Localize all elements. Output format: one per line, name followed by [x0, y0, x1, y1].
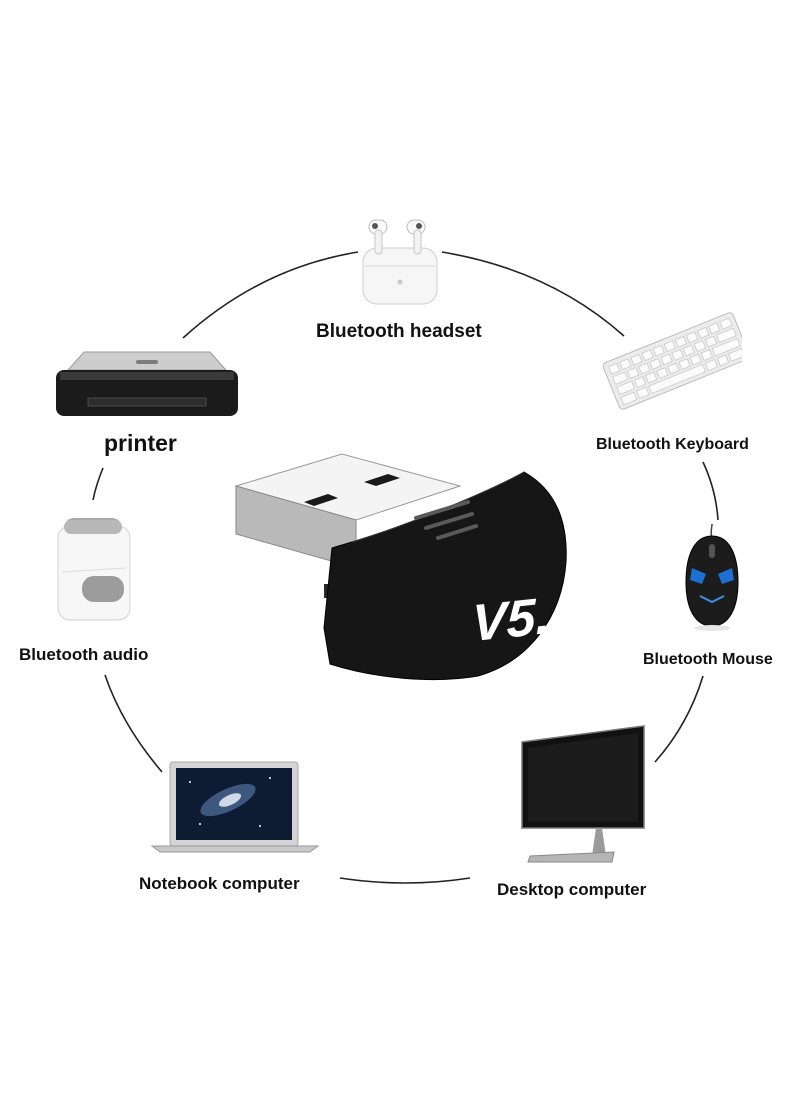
device-label-audio: Bluetooth audio: [19, 645, 149, 664]
adapter-version-badge: V5.: [472, 586, 551, 654]
keyboard-icon: [602, 312, 742, 410]
device-label-headset: Bluetooth headset: [316, 321, 482, 342]
device-label-printer: printer: [104, 430, 177, 456]
printer-icon: [56, 351, 238, 416]
device-label-keyboard: Bluetooth Keyboard: [596, 436, 749, 453]
bluetooth-usb-adapter-icon: [234, 453, 567, 681]
speaker-icon: [57, 518, 131, 621]
device-label-mouse: Bluetooth Mouse: [643, 651, 773, 668]
laptop-icon: [150, 761, 320, 853]
arc-keyboard-mouse: [702, 461, 719, 521]
arc-audio-printer: [92, 467, 104, 501]
arc-desktop-notebook: [339, 877, 471, 884]
earbuds-icon: [362, 219, 438, 305]
arc-mouse-desktop: [654, 675, 704, 763]
device-label-desktop: Desktop computer: [497, 880, 647, 899]
arc-headset-right: [441, 251, 625, 337]
arc-headset-left: [182, 251, 359, 339]
device-label-notebook: Notebook computer: [139, 874, 300, 893]
arc-notebook-audio: [104, 674, 163, 773]
mouse-icon: [685, 523, 739, 631]
monitor-icon: [521, 725, 645, 863]
